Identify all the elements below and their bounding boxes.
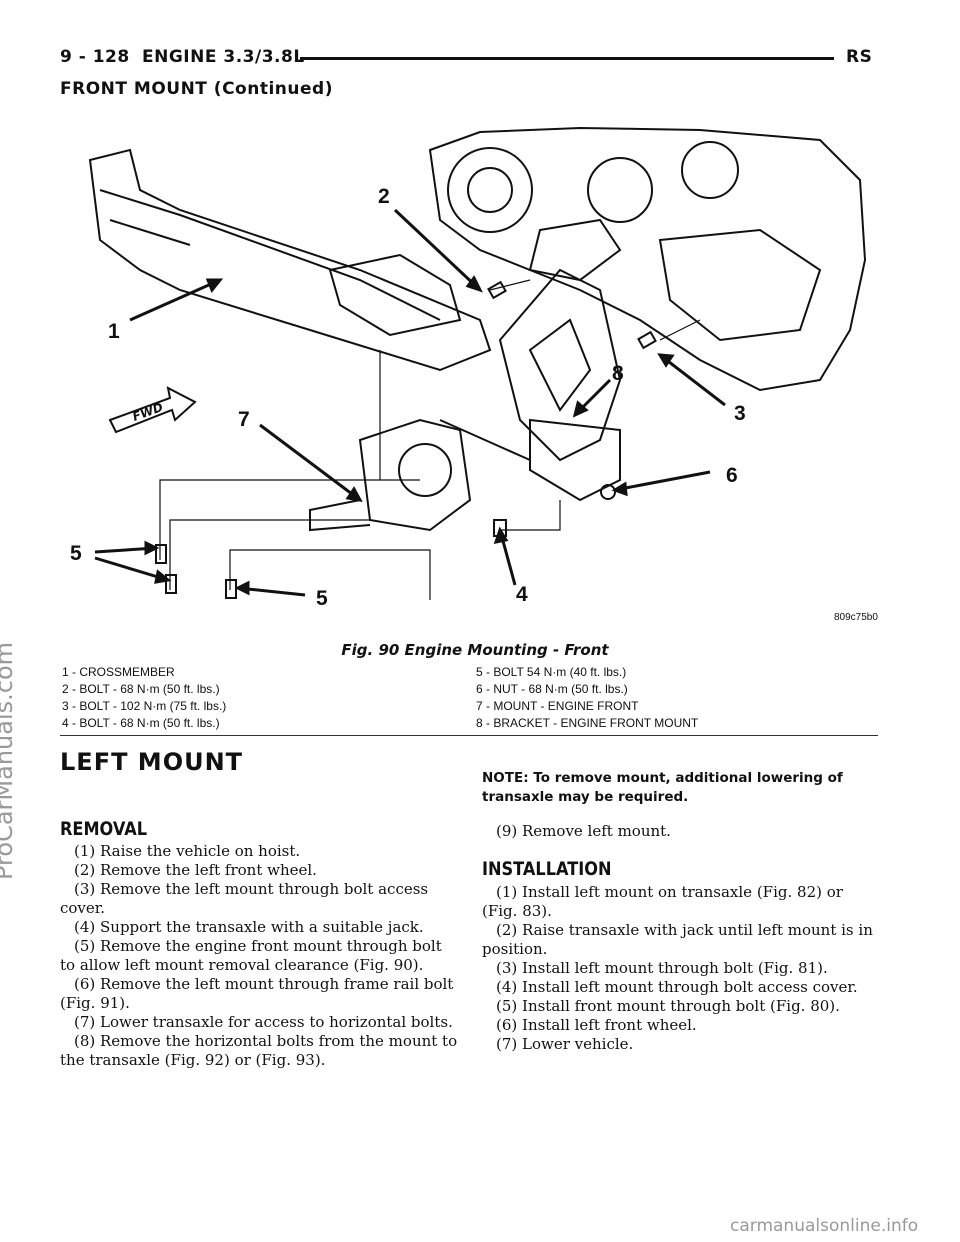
step: (9) Remove left mount.	[496, 822, 671, 840]
removal-heading: REMOVAL	[60, 818, 148, 840]
left-mount-heading: LEFT MOUNT	[60, 748, 244, 776]
legend-right: 5 - BOLT 54 N·m (40 ft. lbs.) 6 - NUT - …	[476, 664, 886, 732]
installation-steps: (1) Install left mount on transaxle (Fig…	[482, 883, 878, 1054]
legend-left: 1 - CROSSMEMBER 2 - BOLT - 68 N·m (50 ft…	[62, 664, 462, 732]
callout-8: 8	[612, 362, 624, 385]
legend-item: 7 - MOUNT - ENGINE FRONT	[476, 699, 639, 713]
legend-item: 3 - BOLT - 102 N·m (75 ft. lbs.)	[62, 699, 227, 713]
fwd-arrow-icon	[108, 386, 197, 434]
header-rule	[300, 57, 834, 60]
legend-item: 4 - BOLT - 68 N·m (50 ft. lbs.)	[62, 716, 220, 730]
legend-item: 1 - CROSSMEMBER	[62, 665, 175, 679]
bottom-watermark: carmanualsonline.info	[730, 1216, 919, 1236]
callout-7: 7	[238, 408, 250, 431]
note-text: NOTE: To remove mount, additional loweri…	[482, 770, 843, 805]
step: (5) Install front mount through bolt (Fi…	[496, 997, 840, 1015]
callout-5a: 5	[70, 542, 82, 565]
callout-2: 2	[378, 185, 390, 208]
legend-rule	[60, 735, 878, 736]
step: (3) Remove the left mount through bolt a…	[60, 880, 429, 917]
step: (4) Install left mount through bolt acce…	[496, 978, 858, 996]
figure-ref-code: 809c75b0	[834, 612, 878, 623]
callout-5b: 5	[316, 587, 328, 610]
page-number: 9 - 128	[60, 47, 130, 67]
step: (2) Raise transaxle with jack until left…	[482, 921, 873, 958]
engine-mount-illustration	[88, 126, 867, 600]
step: (7) Lower transaxle for access to horizo…	[74, 1013, 453, 1031]
continued-title: FRONT MOUNT (Continued)	[60, 79, 333, 99]
step: (7) Lower vehicle.	[496, 1035, 634, 1053]
callout-3: 3	[734, 402, 746, 425]
removal-steps: (1) Raise the vehicle on hoist. (2) Remo…	[60, 842, 460, 1070]
manual-code: RS	[846, 47, 873, 67]
callout-6: 6	[726, 464, 738, 487]
callout-4: 4	[516, 583, 528, 606]
step: (1) Install left mount on transaxle (Fig…	[482, 883, 843, 920]
step: (3) Install left mount through bolt (Fig…	[496, 959, 828, 977]
legend-item: 6 - NUT - 68 N·m (50 ft. lbs.)	[476, 682, 628, 696]
step: (8) Remove the horizontal bolts from the…	[60, 1032, 458, 1069]
removal-step-9: (9) Remove left mount.	[482, 822, 878, 841]
step: (6) Remove the left mount through frame …	[60, 975, 454, 1012]
callout-1: 1	[108, 320, 120, 343]
side-watermark: ProCarManuals.com	[0, 641, 18, 880]
step: (6) Install left front wheel.	[496, 1016, 697, 1034]
figure-caption: Fig. 90 Engine Mounting - Front	[341, 641, 609, 659]
section-title: ENGINE 3.3/3.8L	[142, 47, 305, 67]
legend-item: 2 - BOLT - 68 N·m (50 ft. lbs.)	[62, 682, 220, 696]
step: (1) Raise the vehicle on hoist.	[74, 842, 301, 860]
legend-item: 8 - BRACKET - ENGINE FRONT MOUNT	[476, 716, 699, 730]
step: (4) Support the transaxle with a suitabl…	[74, 918, 424, 936]
step: (5) Remove the engine front mount throug…	[60, 937, 442, 974]
installation-heading: INSTALLATION	[482, 858, 612, 880]
step: (2) Remove the left front wheel.	[74, 861, 317, 879]
legend-item: 5 - BOLT 54 N·m (40 ft. lbs.)	[476, 665, 627, 679]
